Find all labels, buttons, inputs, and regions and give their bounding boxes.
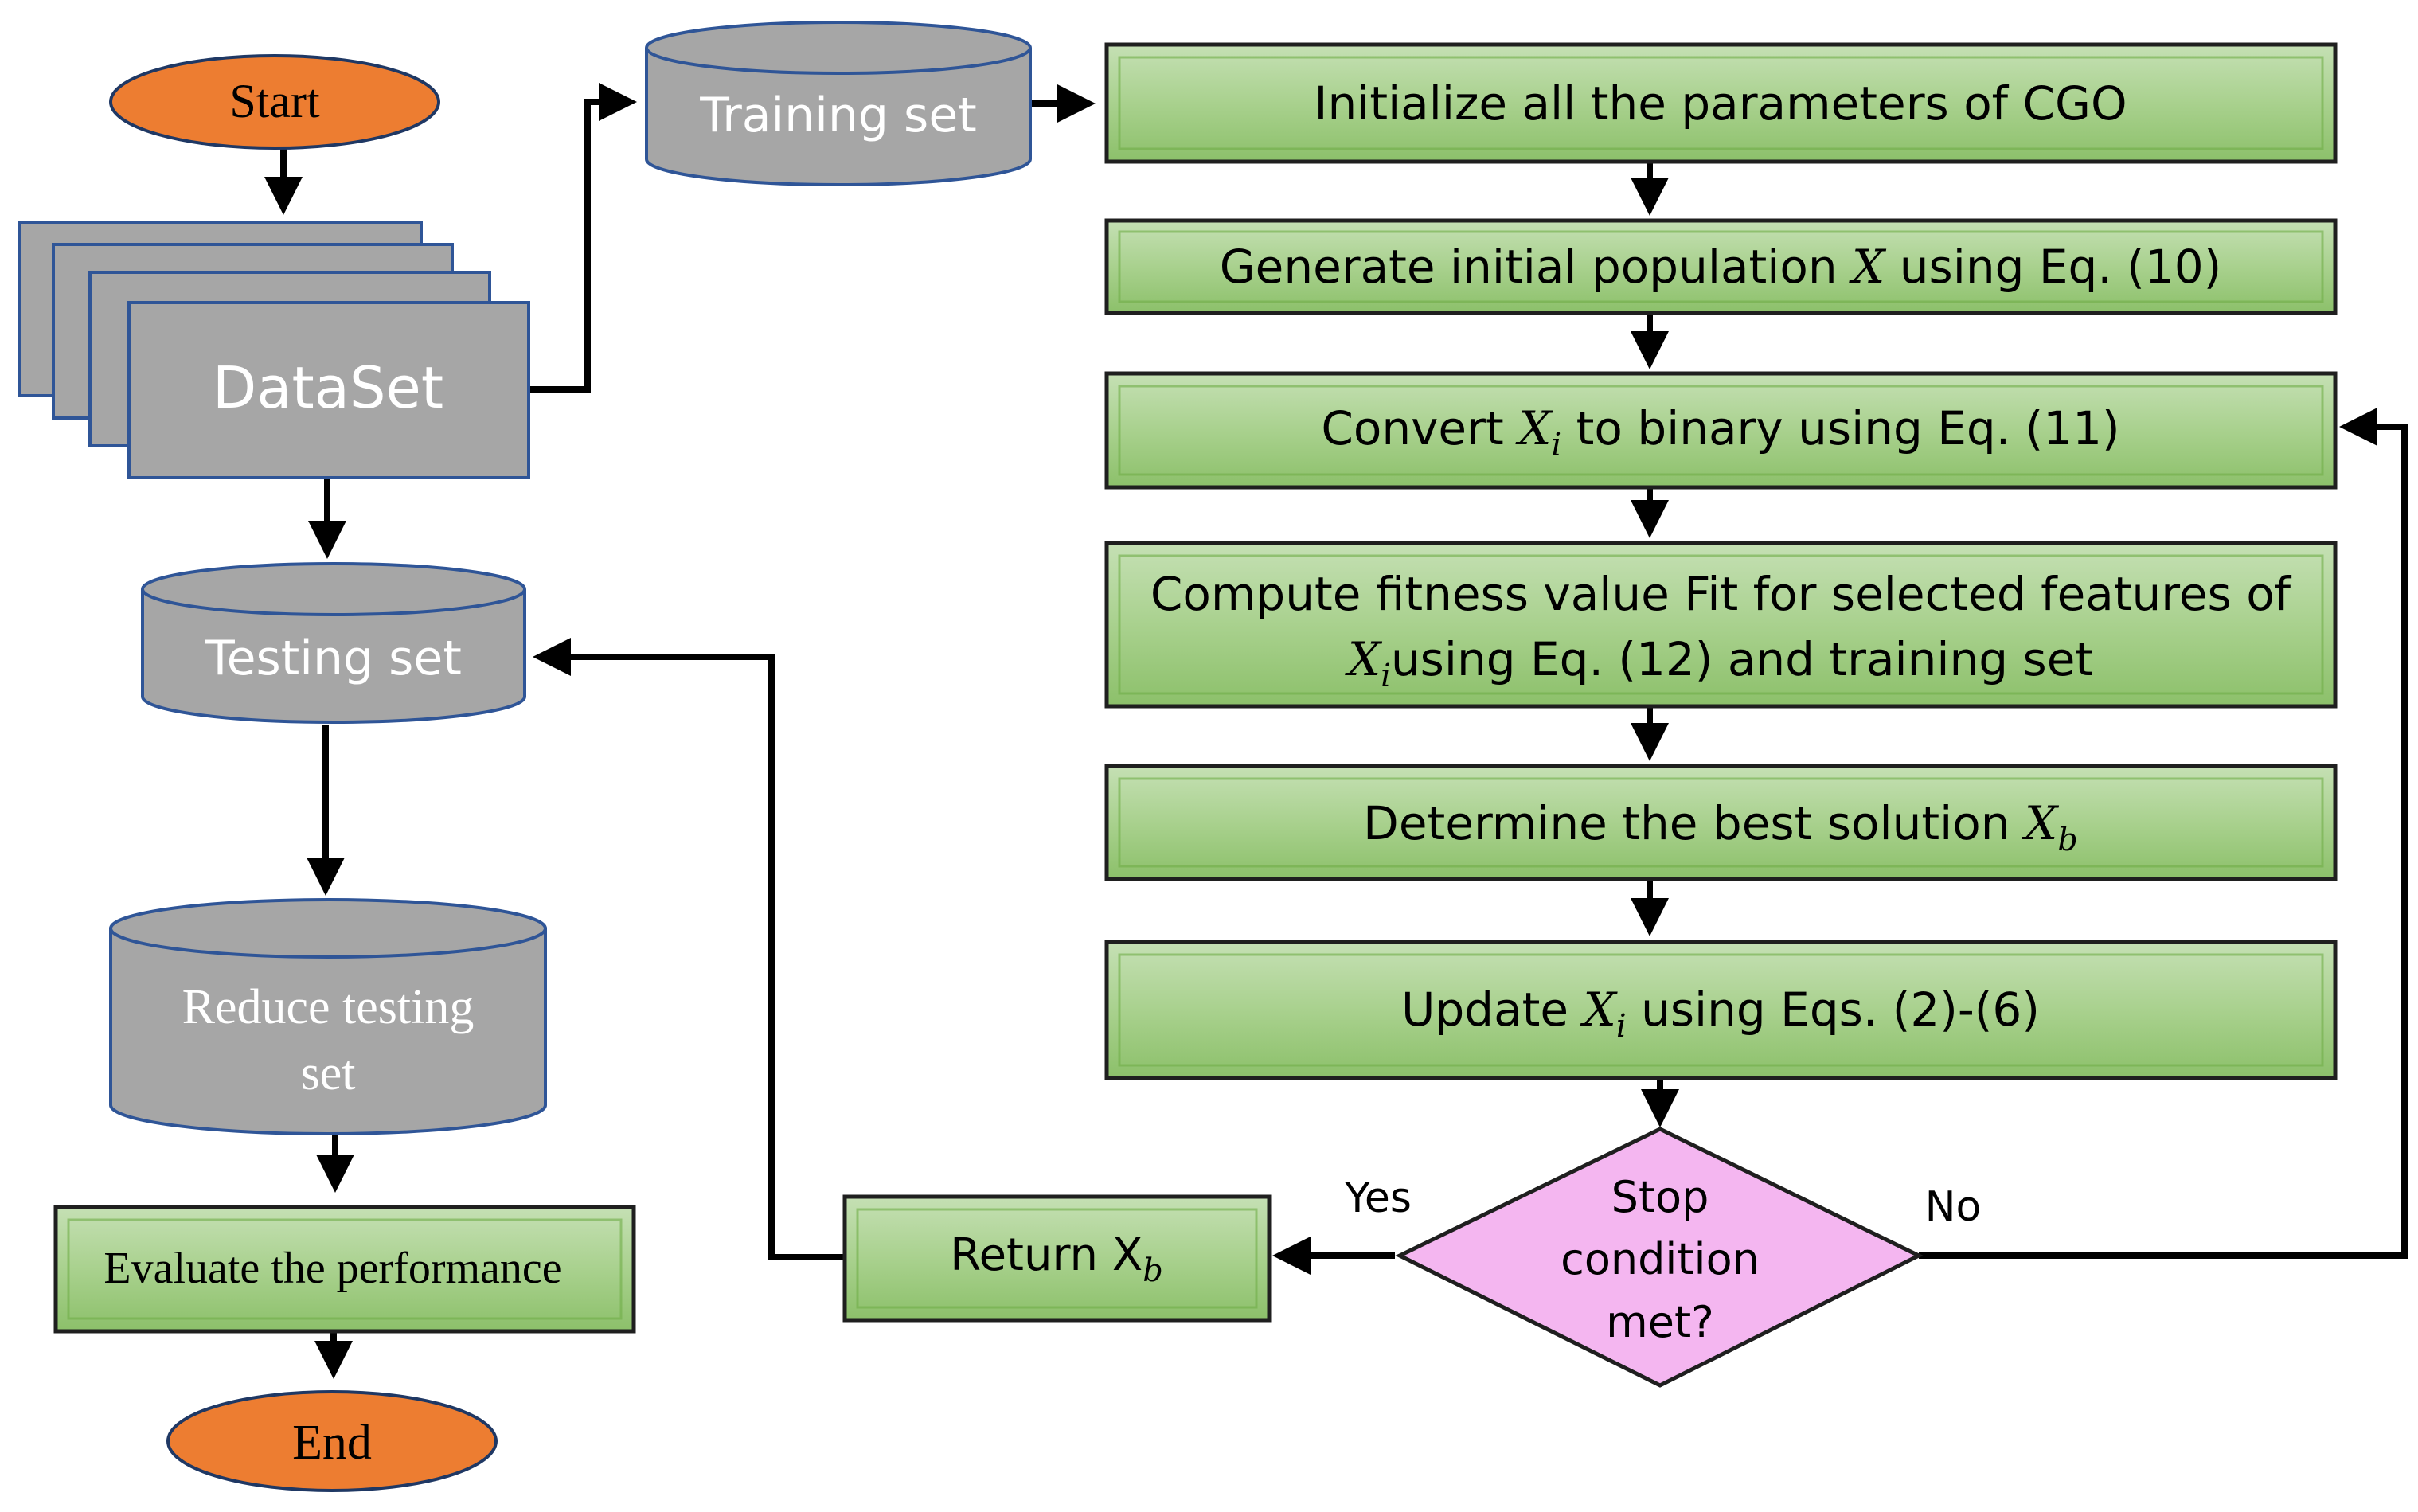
- training-set-cylinder: Training set: [645, 21, 1032, 186]
- start-oval: [109, 54, 440, 150]
- return-box: Return Xb: [842, 1194, 1272, 1323]
- step6-inner: [1118, 953, 2324, 1067]
- step6-text-a: Update: [1401, 983, 1584, 1037]
- yes-label: Yes: [1344, 1174, 1412, 1222]
- arrow-return-to-testing: [533, 638, 843, 1260]
- step5-inner: [1118, 777, 2324, 868]
- reduce-label-line2: set: [301, 1046, 356, 1100]
- step2-inner: [1118, 230, 2324, 303]
- step6-text-b: using Eqs. (2)-(6): [1627, 983, 2040, 1037]
- step4-line2: Xiusing Eq. (12) and training set: [1345, 632, 2093, 694]
- step4-rect: [1104, 541, 2338, 709]
- step3-box: Convert Xi to binary using Eq. (11): [1104, 371, 2338, 490]
- return-rect: [842, 1194, 1272, 1323]
- step4-sub: i: [1381, 658, 1391, 694]
- step5-var: X: [2022, 796, 2060, 850]
- step4-line1: Compute fitness value Fit for selected f…: [1150, 567, 2292, 621]
- step3-text-b: to binary using Eq. (11): [1561, 401, 2119, 455]
- reduce-testing-set-cylinder: Reduce testing set: [109, 898, 547, 1135]
- reduce-label-line1: Reduce testing: [182, 980, 475, 1034]
- step6-label: Update Xi using Eqs. (2)-(6): [1401, 983, 2040, 1045]
- end-label: End: [292, 1416, 372, 1470]
- step2-var: X: [1849, 240, 1887, 294]
- step3-inner: [1118, 385, 2324, 476]
- step2-rect: [1104, 218, 2338, 315]
- training-set-label: Training set: [699, 88, 977, 143]
- training-cylinder-top: [645, 21, 1032, 75]
- decision-diamond: [1395, 1127, 1924, 1388]
- step3-sub: i: [1551, 427, 1561, 463]
- step5-text-a: Determine the best solution: [1363, 796, 2025, 850]
- return-inner: [856, 1208, 1258, 1309]
- no-label: No: [1925, 1183, 1982, 1231]
- evaluate-inner: [67, 1218, 623, 1320]
- step2-text-a: Generate initial population: [1220, 240, 1852, 294]
- step4-inner: [1118, 554, 2324, 695]
- step6-sub: i: [1616, 1008, 1627, 1045]
- step1-box: Initialize all the parameters of CGO: [1104, 42, 2338, 164]
- training-cylinder-body: [645, 48, 1032, 186]
- return-sub: b: [1143, 1252, 1163, 1289]
- step2-text-b: using Eq. (10): [1885, 240, 2221, 294]
- start-label: Start: [229, 75, 320, 127]
- step6-rect: [1104, 940, 2338, 1080]
- step5-sub: b: [2057, 822, 2078, 858]
- step5-box: Determine the best solution Xb: [1104, 764, 2338, 881]
- decision-line2: condition: [1561, 1234, 1760, 1284]
- step6-var: X: [1580, 983, 1619, 1037]
- step6-box: Update Xi using Eqs. (2)-(6): [1104, 940, 2338, 1080]
- step4-text-b: using Eq. (12) and training set: [1391, 632, 2093, 686]
- evaluate-label: Evaluate the performance: [104, 1244, 561, 1293]
- dataset-stack: [18, 221, 530, 479]
- step2-box: Generate initial population X using Eq. …: [1104, 218, 2338, 315]
- stop-condition-decision: Stop condition met?: [1395, 1127, 1924, 1388]
- decision-line1: Stop: [1611, 1172, 1709, 1222]
- testing-cylinder-top: [141, 562, 526, 616]
- evaluate-box: Evaluate the performance: [53, 1205, 636, 1334]
- end-terminal: End: [166, 1390, 498, 1492]
- end-oval: [166, 1390, 498, 1492]
- connectors: [264, 83, 2408, 1379]
- step3-text-a: Convert: [1321, 401, 1518, 455]
- step3-var: X: [1515, 401, 1553, 455]
- start-terminal: Start: [109, 54, 440, 150]
- step1-inner: [1118, 56, 2324, 150]
- arrow-dataset-to-training: [529, 83, 637, 393]
- arrow-no-loop-to-step3: [1919, 408, 2408, 1259]
- step1-rect: [1104, 42, 2338, 164]
- testing-set-label: Testing set: [205, 631, 462, 686]
- step4-box: Compute fitness value Fit for selected f…: [1104, 541, 2338, 709]
- dataset-page-front: [127, 301, 530, 479]
- return-text-a: Return X: [950, 1229, 1143, 1281]
- decision-line3: met?: [1606, 1297, 1714, 1347]
- step2-label: Generate initial population X using Eq. …: [1220, 240, 2222, 294]
- step5-label: Determine the best solution Xb: [1363, 796, 2078, 858]
- step3-rect: [1104, 371, 2338, 490]
- testing-set-cylinder: Testing set: [141, 562, 526, 724]
- step1-label: Initialize all the parameters of CGO: [1314, 76, 2127, 131]
- dataset-label: DataSet: [213, 354, 443, 421]
- step4-var: X: [1345, 632, 1383, 686]
- step5-rect: [1104, 764, 2338, 881]
- return-label: Return Xb: [950, 1229, 1163, 1289]
- evaluate-rect: [53, 1205, 636, 1334]
- testing-cylinder-body: [141, 589, 526, 724]
- step3-label: Convert Xi to binary using Eq. (11): [1321, 401, 2119, 463]
- reduce-cylinder-body: [109, 928, 547, 1135]
- reduce-cylinder-top: [109, 898, 547, 959]
